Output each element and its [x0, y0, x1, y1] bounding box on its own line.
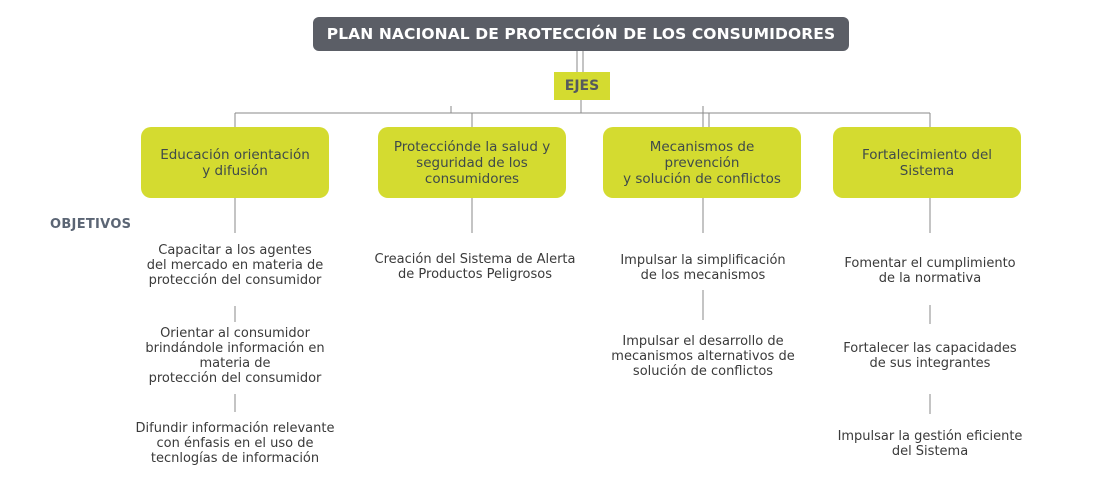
axis-box-mecanismos: Mecanismos de prevención y solución de c… — [603, 127, 801, 198]
objective-item: Impulsar el desarrollo de mecanismos alt… — [611, 334, 795, 379]
objective-item: Fortalecer las capacidades de sus integr… — [843, 341, 1017, 371]
axis-label: Protecciónde la salud y seguridad de los… — [393, 138, 551, 187]
axis-box-educacion: Educación orientación y difusión — [141, 127, 329, 198]
axis-label: Fortalecimiento del Sistema — [861, 146, 993, 179]
axis-label: Educación orientación y difusión — [160, 146, 310, 179]
ejes-label: EJES — [554, 72, 610, 100]
plan-title: PLAN NACIONAL DE PROTECCIÓN DE LOS CONSU… — [313, 17, 849, 51]
objective-item: Impulsar la gestión eficiente del Sistem… — [837, 429, 1023, 459]
objective-item: Capacitar a los agentes del mercado en m… — [146, 243, 324, 288]
objective-item: Fomentar el cumplimiento de la normativa — [844, 256, 1016, 286]
objective-item: Orientar al consumidor brindándole infor… — [145, 326, 325, 386]
axis-label: Mecanismos de prevención y solución de c… — [623, 138, 781, 187]
axis-box-fortalecimiento: Fortalecimiento del Sistema — [833, 127, 1021, 198]
objective-item: Impulsar la simplificación de los mecani… — [620, 253, 786, 283]
objetivos-label: OBJETIVOS — [50, 217, 132, 232]
objective-item: Creación del Sistema de Alerta de Produc… — [374, 252, 576, 282]
objective-item: Difundir información relevante con énfas… — [135, 421, 335, 466]
axis-box-proteccion-salud: Protecciónde la salud y seguridad de los… — [378, 127, 566, 198]
